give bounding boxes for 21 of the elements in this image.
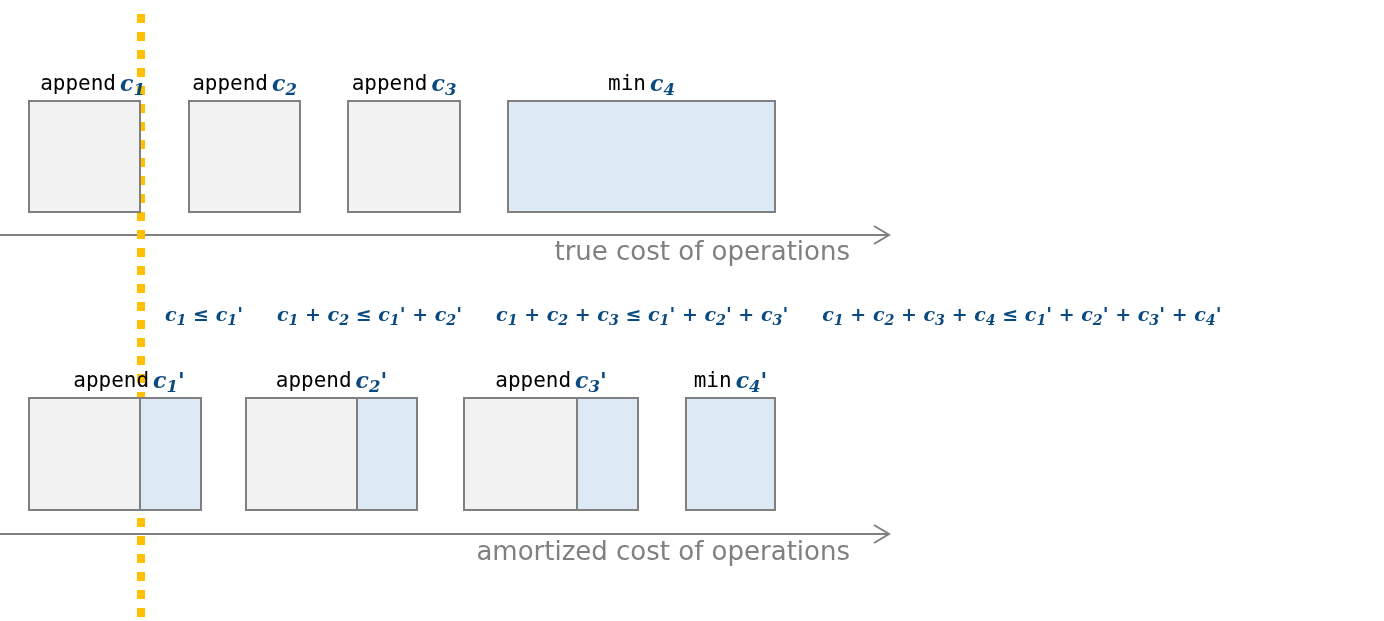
axis-label: amortized cost of operations xyxy=(476,535,850,568)
operation-label: append xyxy=(275,370,352,394)
handwritten-cost: c$_{4}$ xyxy=(650,72,675,98)
operation-label: min xyxy=(608,73,646,97)
handwritten-inequality: c$_{1}$ + c$_{2}$ ≤ c$_{1}$' + c$_{2}$' xyxy=(276,302,463,329)
handwritten-inequality: c$_{1}$ ≤ c$_{1}$' xyxy=(165,302,243,329)
handwritten-cost: c$_{3}$ xyxy=(431,72,457,98)
operation-label: append xyxy=(351,73,428,97)
operation-label: append xyxy=(40,73,116,97)
handwritten-inequality: c$_{1}$ + c$_{2}$ + c$_{3}$ ≤ c$_{1}$' + c$_{2}$' + c$_{3}$' xyxy=(496,302,789,329)
handwritten-cost: c$_{2}$ xyxy=(272,72,297,98)
operation-label: append xyxy=(73,370,150,394)
operation-label: append xyxy=(192,73,268,97)
axis-label: true cost of operations xyxy=(554,235,850,268)
handwritten-cost: c$_{2}$' xyxy=(355,369,388,395)
handwritten-inequality: c$_{1}$ + c$_{2}$ + c$_{3}$ + c$_{4}$ ≤ c$_{1}$' + c$_{2}$' + c$_{3}$' + c$_{4}$' xyxy=(822,302,1222,329)
operation-label: min xyxy=(693,370,732,394)
operation-label: append xyxy=(495,370,572,394)
handwritten-cost: c$_{4}$' xyxy=(735,369,768,395)
handwritten-cost: c$_{1}$' xyxy=(153,369,185,395)
handwritten-cost: c$_{3}$' xyxy=(575,369,607,395)
